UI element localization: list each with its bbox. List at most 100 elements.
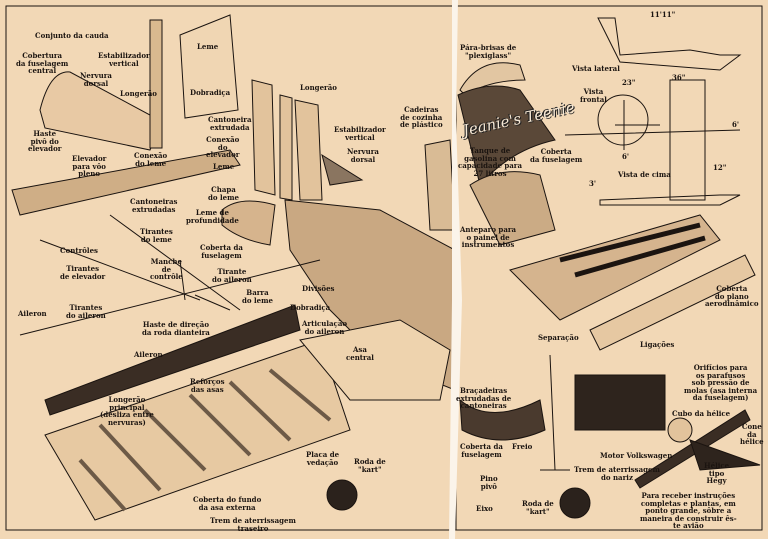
label-main-spar: Longerão principal (desliza entre nervur… [100,395,154,427]
label-full-flying-elevator: Elevador para vôo pleno [72,154,107,178]
label-top-view: Vista de cima [618,170,671,179]
vertical-stabilizer [149,19,163,149]
top-view [599,79,741,206]
label-vertical-stabilizer-2: Estabilizador vertical [334,125,386,142]
label-seal-plate: Placa de vedação [306,450,340,467]
label-spinner: Cone da hélice [740,422,764,446]
outer-wing-structure [44,339,351,521]
label-dorsal-rib: Nervura dorsal [80,71,112,88]
label-bolt-holes: Orifícios para os parafusos sob pressão … [684,363,758,402]
label-hinge-2: Dobradiça [290,303,331,312]
label-elevator-pivot-rod: Haste pivô do elevador [28,129,62,153]
label-control-stick: Manche de contrôle [150,257,183,281]
label-rudder-cables: Tirantes do leme [140,227,173,244]
dim-6ft-b: 6' [622,152,630,161]
dim-12in: 12" [713,163,727,172]
aileron-part [44,304,301,416]
label-controls: Contrôles [60,246,98,255]
label-kart-wheel-2: Roda de "kart" [522,499,554,516]
label-center-wing: Asa central [346,345,374,362]
center-wing [299,319,451,401]
label-tail-landing-gear: Trem de aterrissagem traseiro [210,516,296,533]
label-aileron-cable: Tirante do aileron [212,267,252,284]
label-wing-ribs: Reforços das asas [190,377,225,394]
label-kart-wheel: Roda de "kart" [354,457,386,474]
label-windshield: Pára-brisas de "plexiglass" [460,43,517,60]
label-hegy-propeller: Hélice tipo Hegy [704,461,730,485]
dim-36in: 36" [672,73,686,82]
seat [424,139,456,231]
label-axle: Eixo [476,504,493,513]
rudder [179,14,239,119]
dorsal-rib [321,153,364,186]
label-nose-gear: Trem de aterrissagem do nariz [574,465,660,482]
label-airfoil-cover: Coberta do plano aerodinâmico [705,284,759,308]
dim-6ft-a: 6' [732,120,740,129]
side-view [597,17,742,71]
label-vw-engine: Motor Volkswagen [600,451,673,460]
elevator-fairing [221,200,276,246]
label-spar-2: Longerão [300,83,337,92]
nose-gear [540,354,570,471]
label-rudder-plate: Chapa do leme [208,185,239,202]
label-hinge: Dobradiça [190,88,231,97]
label-propeller-hub: Cubo da hélice [672,409,731,418]
dim-3ft: 3' [589,179,597,188]
label-central-fuselage-cover: Cobertura da fuselagem central [16,51,69,75]
label-rudder-2: Leme [213,162,235,171]
label-bulkheads: Divisões [302,284,335,293]
label-nosewheel-steering-rod: Haste de direção da roda dianteira [142,320,210,337]
control-rods [19,214,321,336]
label-instrument-bulkhead: Anteparo para o painel de instrumentos [460,225,517,249]
forward-fuselage-cover [457,85,556,187]
label-separation: Separação [538,333,579,342]
wing-stripe [559,222,706,278]
label-tail-assembly: Conjunto da cauda [35,31,109,40]
label-fuel-tank: Tanque de gasolina com capacidade para 2… [458,146,523,178]
label-extruded-angle: Cantoneira extrudada [208,115,252,132]
front-view [564,100,741,150]
dim-length: 11'11" [650,10,676,19]
fuel-tank [469,171,556,246]
right-wing [509,214,721,321]
label-elevator: Leme de profundidade [186,208,239,225]
engine [574,374,666,431]
label-front-view: Vista frontal [580,87,607,104]
label-aileron: Aileron [18,309,47,318]
elevator [11,149,241,216]
nose-wheel [559,487,591,519]
front-view-disc [597,94,649,146]
label-fuselage-cover-2: Coberta da fuselagem [530,147,583,164]
label-extruded-clamps: Braçadeiras extrudadas de cantoneiras [456,386,512,410]
label-dorsal-rib-2: Nervura dorsal [347,147,379,164]
label-side-view: Vista lateral [572,64,620,73]
label-fittings: Ligações [640,340,675,349]
fuselage-belly [459,398,546,441]
instructions-note: Para receber instruções completas e plan… [640,491,737,530]
label-aileron-2: Aileron [134,350,163,359]
label-rudder: Leme [197,42,219,51]
propeller-hub [667,417,693,443]
spinner-cone [689,439,761,471]
label-brake: Freio [512,442,533,451]
label-rudder-connection: Conexão do leme [134,151,168,168]
tail-wheel [326,479,358,511]
dim-23in: 23" [622,78,636,87]
rudder-parts [251,79,323,201]
label-elevator-connection: Conexão do elevador [206,135,240,159]
label-fuselage-cover: Coberta da fuselagem [200,243,243,260]
label-plastic-chairs: Cadeiras de cozinha de plástico [400,105,443,129]
label-aileron-cables: Tirantes do aileron [66,303,106,320]
label-outer-wing-bottom-cover: Coberta do fundo da asa externa [193,495,262,512]
label-pivot-pin: Pino pivô [480,474,498,491]
label-aileron-hinge: Articulação do aileron [302,319,348,336]
label-extruded-angles: Cantoneiras extrudadas [130,197,178,214]
label-spar: Longerão [120,89,157,98]
label-vertical-stabilizer: Estabilizador vertical [98,51,150,68]
label-rudder-bar: Barra do leme [242,288,273,305]
airfoil-cover [589,254,756,351]
page-tear [449,0,462,539]
label-fuselage-cover-3: Coberta da fuselagem [460,442,503,459]
wing-ribs [78,368,332,512]
